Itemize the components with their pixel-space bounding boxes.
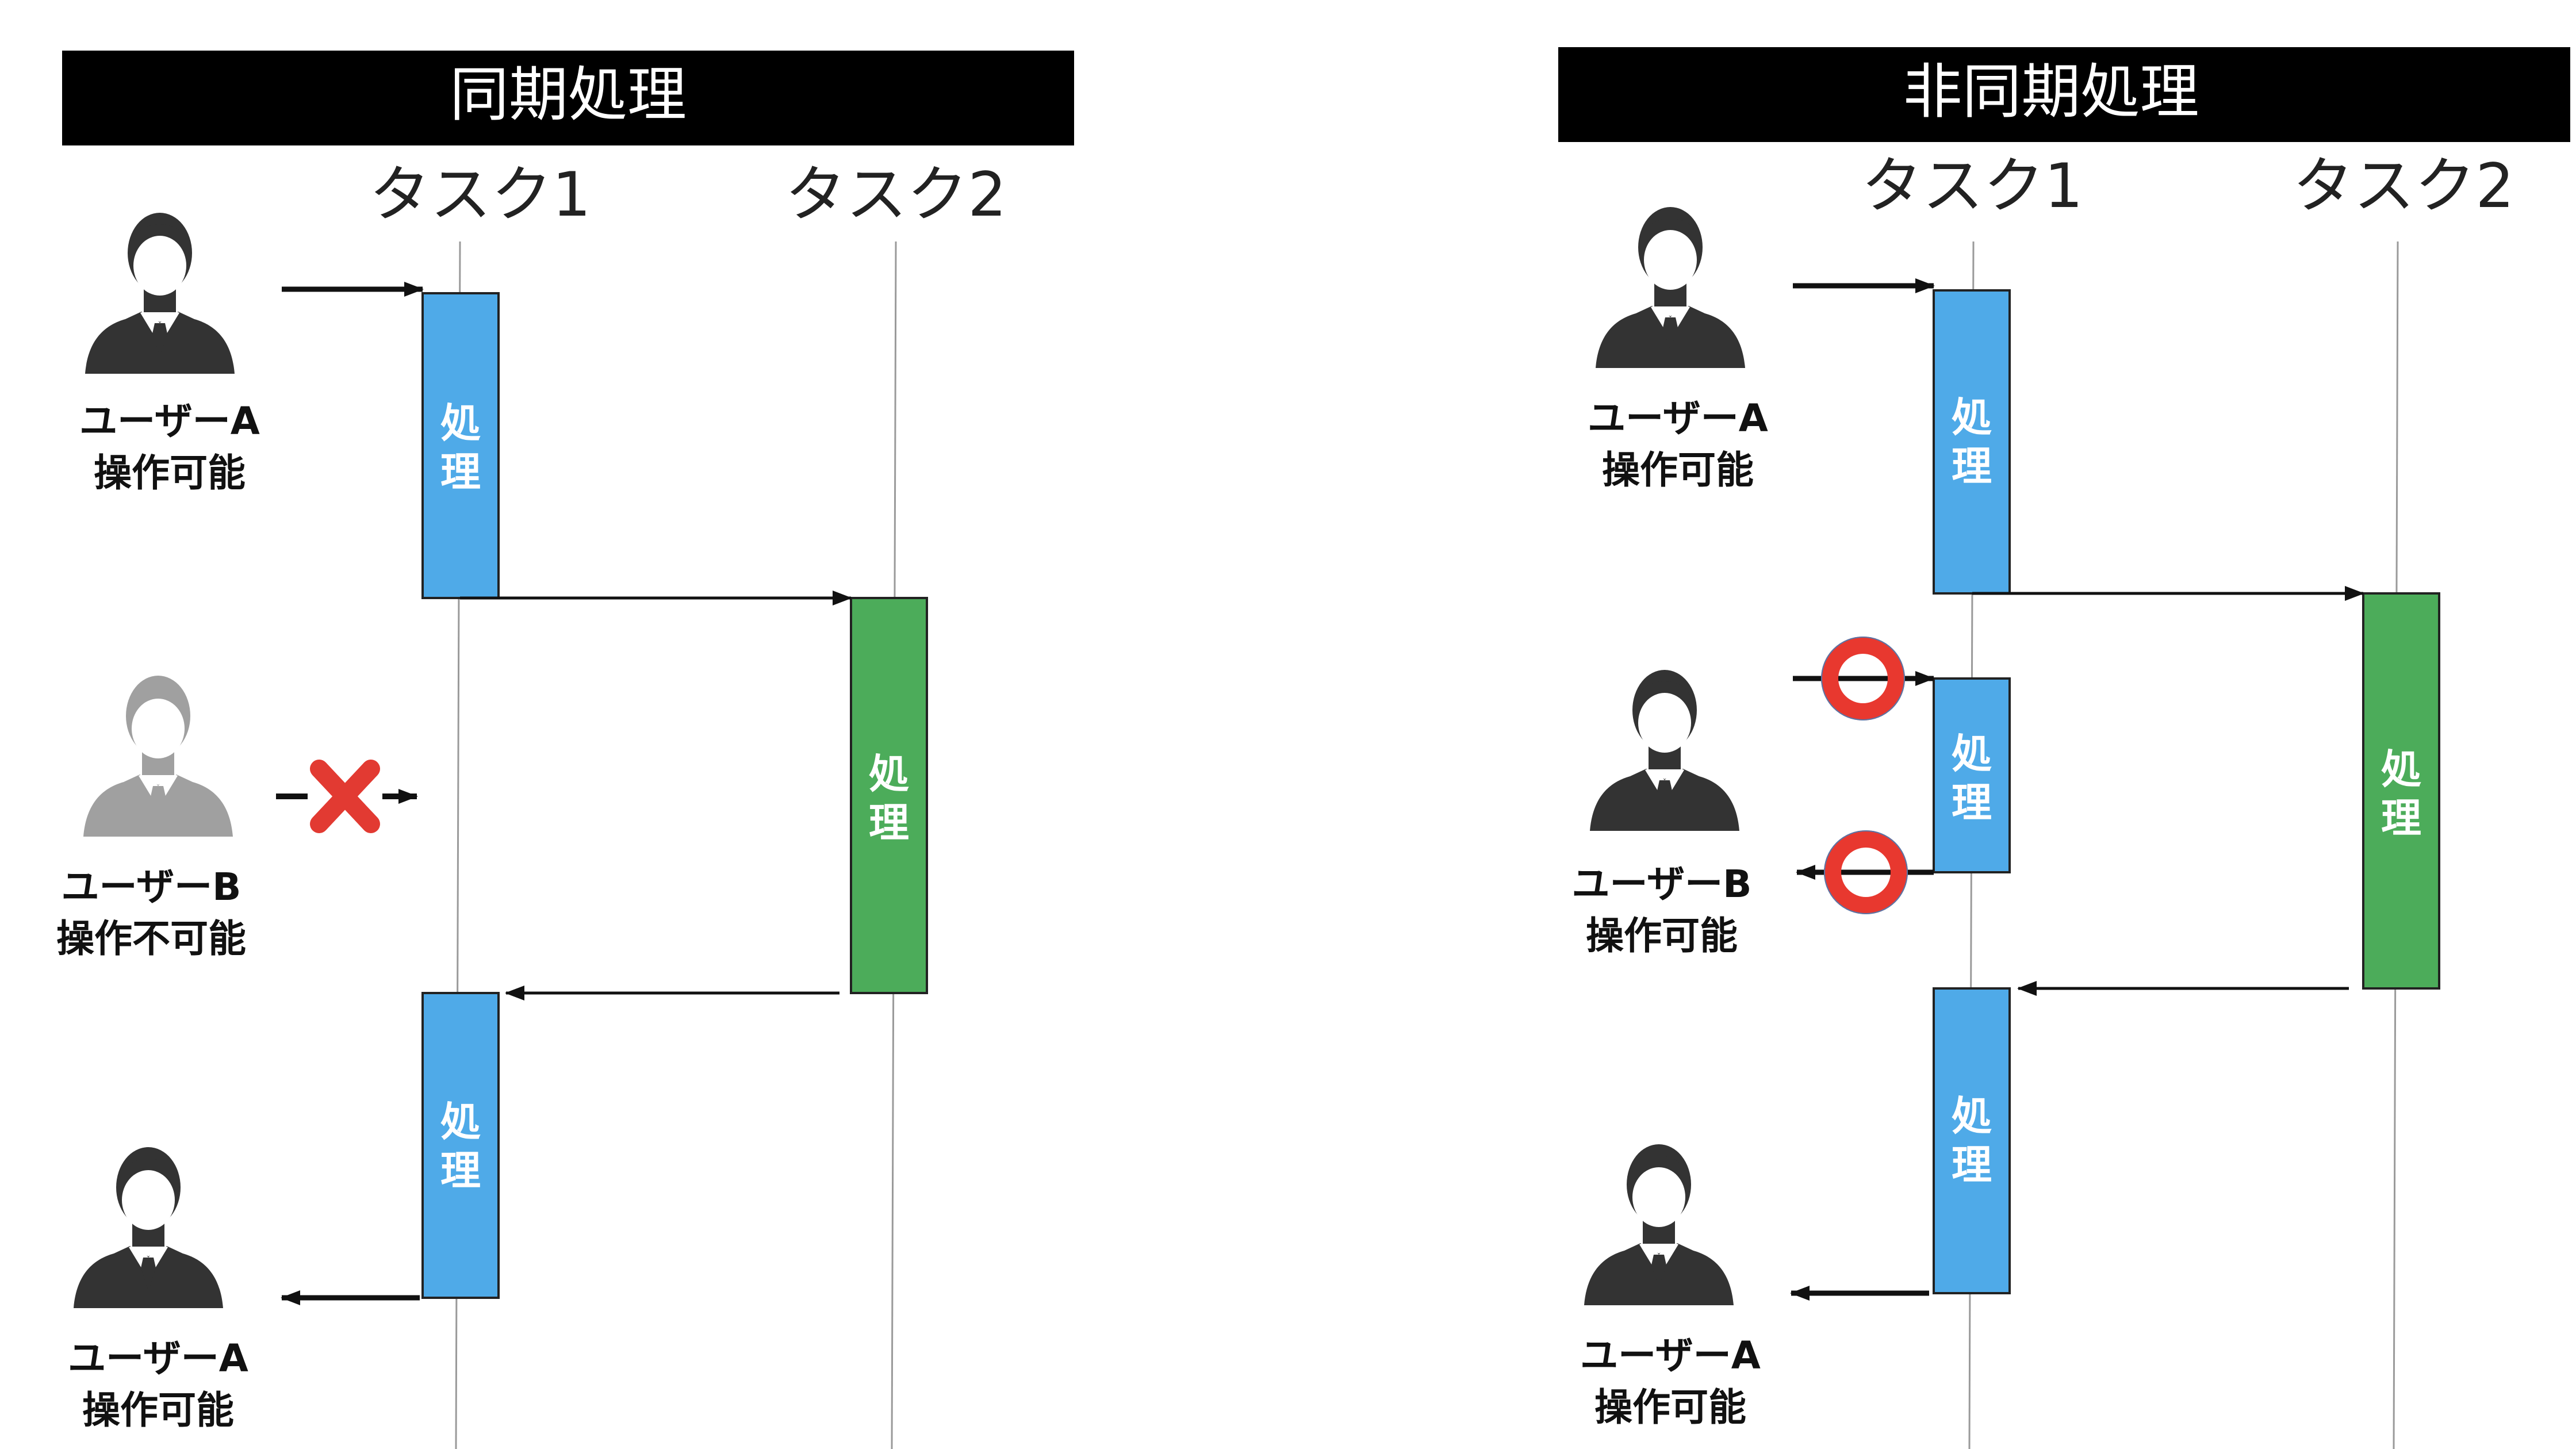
async-task1-process-1-label-2: 理: [1952, 443, 1992, 490]
async-title: 非同期処理: [1903, 57, 2199, 126]
async-task2-label: タスク2: [2293, 151, 2514, 221]
sync-task1-process-1: [421, 292, 500, 599]
async-user-b-status: 操作可能: [1586, 914, 1738, 958]
async-task1-process-1-label-1: 処: [1952, 394, 1992, 441]
async-task1-process-2-label-1: 処: [1952, 1092, 1992, 1140]
sync-user-b-status: 操作不可能: [56, 917, 246, 961]
sync-user-a-top-name: ユーザーA: [79, 399, 260, 443]
async-task1-process-2-label-2: 理: [1952, 1141, 1992, 1189]
async-task1-process-b-label-2: 理: [1952, 779, 1992, 826]
async-user-a-top-name: ユーザーA: [1588, 396, 1768, 440]
async-task1-process-b-label-1: 処: [1952, 730, 1992, 777]
async-user-a-bottom-icon: [1584, 1144, 1734, 1305]
sync-task1-process-2: [421, 992, 500, 1299]
sync-title: 同期処理: [450, 60, 687, 129]
sync-title-bar: [62, 51, 1074, 145]
async-task2-process: [2362, 592, 2440, 990]
async-user-a-bottom-status: 操作可能: [1594, 1385, 1746, 1429]
sync-user-b-icon: [83, 676, 233, 837]
circle-icon: [1824, 830, 1908, 914]
sync-user-a-bottom-icon: [74, 1147, 223, 1308]
sync-task1-process-2-label-1: 処: [440, 1098, 481, 1145]
async-user-a-top-status: 操作可能: [1602, 448, 1754, 492]
circle-icon: [1821, 637, 1905, 720]
sync-panel: 同期処理 タスク1 タスク2 ユーザーA 操作可能 ユーザーB 操作不可能 ユー…: [56, 51, 1074, 1449]
async-task1-process-1: [1933, 289, 2011, 595]
async-user-a-top-icon: [1596, 207, 1745, 368]
sync-task1-process-1-label-1: 処: [440, 400, 481, 447]
sync-task1-process-2-label-2: 理: [440, 1147, 481, 1194]
sync-task1-label: タスク1: [369, 159, 591, 230]
async-user-b-icon: [1590, 670, 1739, 831]
async-user-b-name: ユーザーB: [1572, 862, 1752, 906]
sync-user-a-bottom-name: ユーザーA: [68, 1336, 248, 1381]
sync-user-a-top-icon: [85, 213, 235, 374]
async-task2-process-label-1: 処: [2381, 746, 2421, 793]
sync-user-a-top-status: 操作可能: [94, 451, 246, 495]
async-task1-process-b: [1933, 677, 2011, 873]
sync-task2-label: タスク2: [785, 159, 1006, 230]
sync-task2-process-label-2: 理: [869, 799, 909, 846]
sync-task2-process: [850, 597, 928, 994]
async-task2-process-label-2: 理: [2381, 795, 2421, 842]
sync-user-b-name: ユーザーB: [62, 865, 241, 909]
cross-icon: [310, 760, 380, 833]
sync-task2-process-label-1: 処: [869, 750, 909, 798]
async-task1-label: タスク1: [1861, 151, 2083, 221]
sync-task1-process-1-label-2: 理: [440, 448, 481, 496]
async-user-a-bottom-name: ユーザーA: [1580, 1333, 1761, 1378]
async-title-bar: [1558, 47, 2570, 142]
sync-user-a-bottom-status: 操作可能: [82, 1388, 234, 1432]
async-task1-process-2: [1933, 987, 2011, 1294]
async-panel: 非同期処理 タスク1 タスク2 ユーザーA 操作可能 ユーザーB 操作可能 ユー…: [1558, 47, 2570, 1449]
